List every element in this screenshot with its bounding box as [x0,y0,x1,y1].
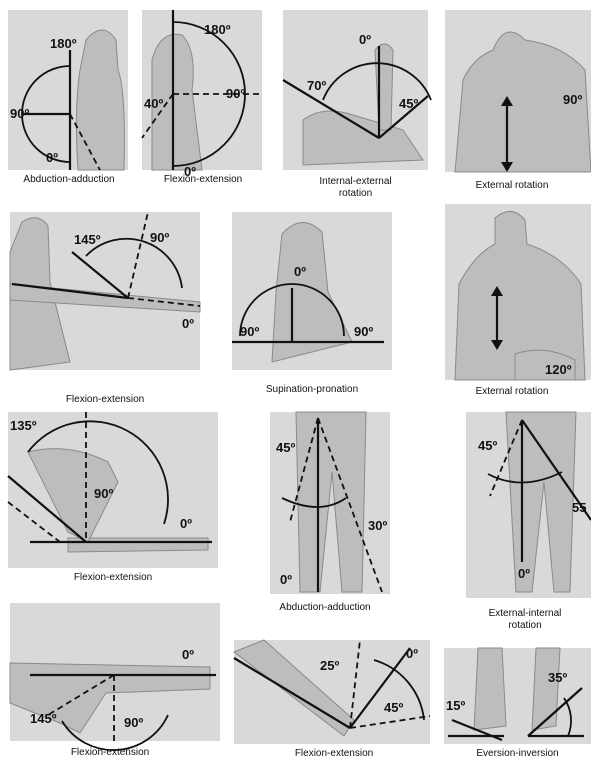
label-90-right: 90º [354,324,373,339]
elbow-flexion-figure: 145º 90º 0º [10,212,200,392]
hip-rotation-figure: 45º 55 0º [466,412,591,602]
caption: External rotation [439,180,585,192]
caption: Flexion-extension [10,394,200,406]
photo-background [444,648,591,744]
label-0: 0º [46,150,58,165]
knee-flexion-figure: 0º 145º 90º [10,603,220,748]
label-45: 45º [478,438,497,453]
label-45: 45º [384,700,403,715]
label-90: 90º [226,86,245,101]
label-90: 90º [94,486,113,501]
label-0: 0º [180,516,192,531]
label-55: 55 [572,500,586,515]
label-0: 0º [359,32,371,47]
label-30: 30º [368,518,387,533]
label-45: 45º [276,440,295,455]
shoulder-abduction-figure: 180º 90º 0º [8,10,128,175]
panel-ankle-flexion: 25º 0º 45º Flexion-extension [234,640,434,761]
label-0: 0º [406,646,418,661]
shoulder-flexion-figure: 180º 40º 90º 0º [142,10,267,175]
external-rotation-figure: 90º [445,10,591,175]
label-180: 180º [50,36,77,51]
label-0: 0º [182,647,194,662]
caption: External-internal rotation [450,608,591,632]
caption: Internal-external rotation [283,176,428,200]
label-0: 0º [294,264,306,279]
caption: Flexion-extension [234,748,434,760]
panel-shoulder-abduction: 180º 90º 0º Abduction-adduction [8,10,128,175]
label-90: 90º [563,92,582,107]
hip-flexion-figure: 135º 90º 0º [8,412,218,572]
label-135: 135º [10,418,37,433]
external-rotation-figure: 120º [445,204,591,384]
label-120: 120º [545,362,572,377]
caption: Supination-pronation [232,384,392,396]
torso-figure [76,30,124,170]
caption: Flexion-extension [8,572,218,584]
hip-abduction-figure: 45º 30º 0º [260,412,390,597]
panel-hip-flexion: 135º 90º 0º Flexion-extension [8,412,218,587]
caption: Abduction-adduction [4,174,134,186]
shoulder-rotation-figure: 0º 70º 45º [283,10,428,175]
label-145: 145º [30,711,57,726]
caption: Eversion-inversion [444,748,591,760]
caption: Abduction-adduction [250,602,400,614]
panel-hip-rotation: 45º 55 0º External-internal rotation [466,412,591,647]
caption: External rotation [439,386,585,398]
panel-external-rotation-120: 120º External rotation [445,204,591,404]
right-foot-figure [532,648,560,730]
panel-external-rotation-90: 90º External rotation [445,10,591,195]
label-15: 15º [446,698,465,713]
label-0: 0º [182,316,194,331]
caption: Flexion-extension [138,174,268,186]
label-90: 90º [124,715,143,730]
panel-shoulder-rotation: 0º 70º 45º Internal-external rotation [283,10,428,205]
label-90: 90º [150,230,169,245]
panel-hip-abduction: 45º 30º 0º Abduction-adduction [260,412,390,622]
panel-shoulder-flexion: 180º 40º 90º 0º Flexion-extension [142,10,267,175]
panel-knee-flexion: 0º 145º 90º Flexion-extension [10,603,220,761]
supination-pronation-figure: 0º 90º 90º [232,212,392,377]
label-40: 40º [144,96,163,111]
eversion-inversion-figure: 15º 35º [444,648,591,748]
panel-eversion-inversion: 15º 35º Eversion-inversion [444,648,591,761]
label-45: 45º [399,96,418,111]
label-145: 145º [74,232,101,247]
label-0: 0º [518,566,530,581]
caption: Flexion-extension [10,747,210,759]
left-foot-figure [474,648,506,730]
label-25: 25º [320,658,339,673]
label-0: 0º [280,572,292,587]
panel-elbow-flexion: 145º 90º 0º Flexion-extension [10,212,200,412]
label-70: 70º [307,78,326,93]
label-180: 180º [204,22,231,37]
ankle-flexion-figure: 25º 0º 45º [234,640,434,748]
label-90-left: 90º [240,324,259,339]
panel-supination-pronation: 0º 90º 90º Supination-pronation [232,212,392,402]
label-90: 90º [10,106,29,121]
label-35: 35º [548,670,567,685]
